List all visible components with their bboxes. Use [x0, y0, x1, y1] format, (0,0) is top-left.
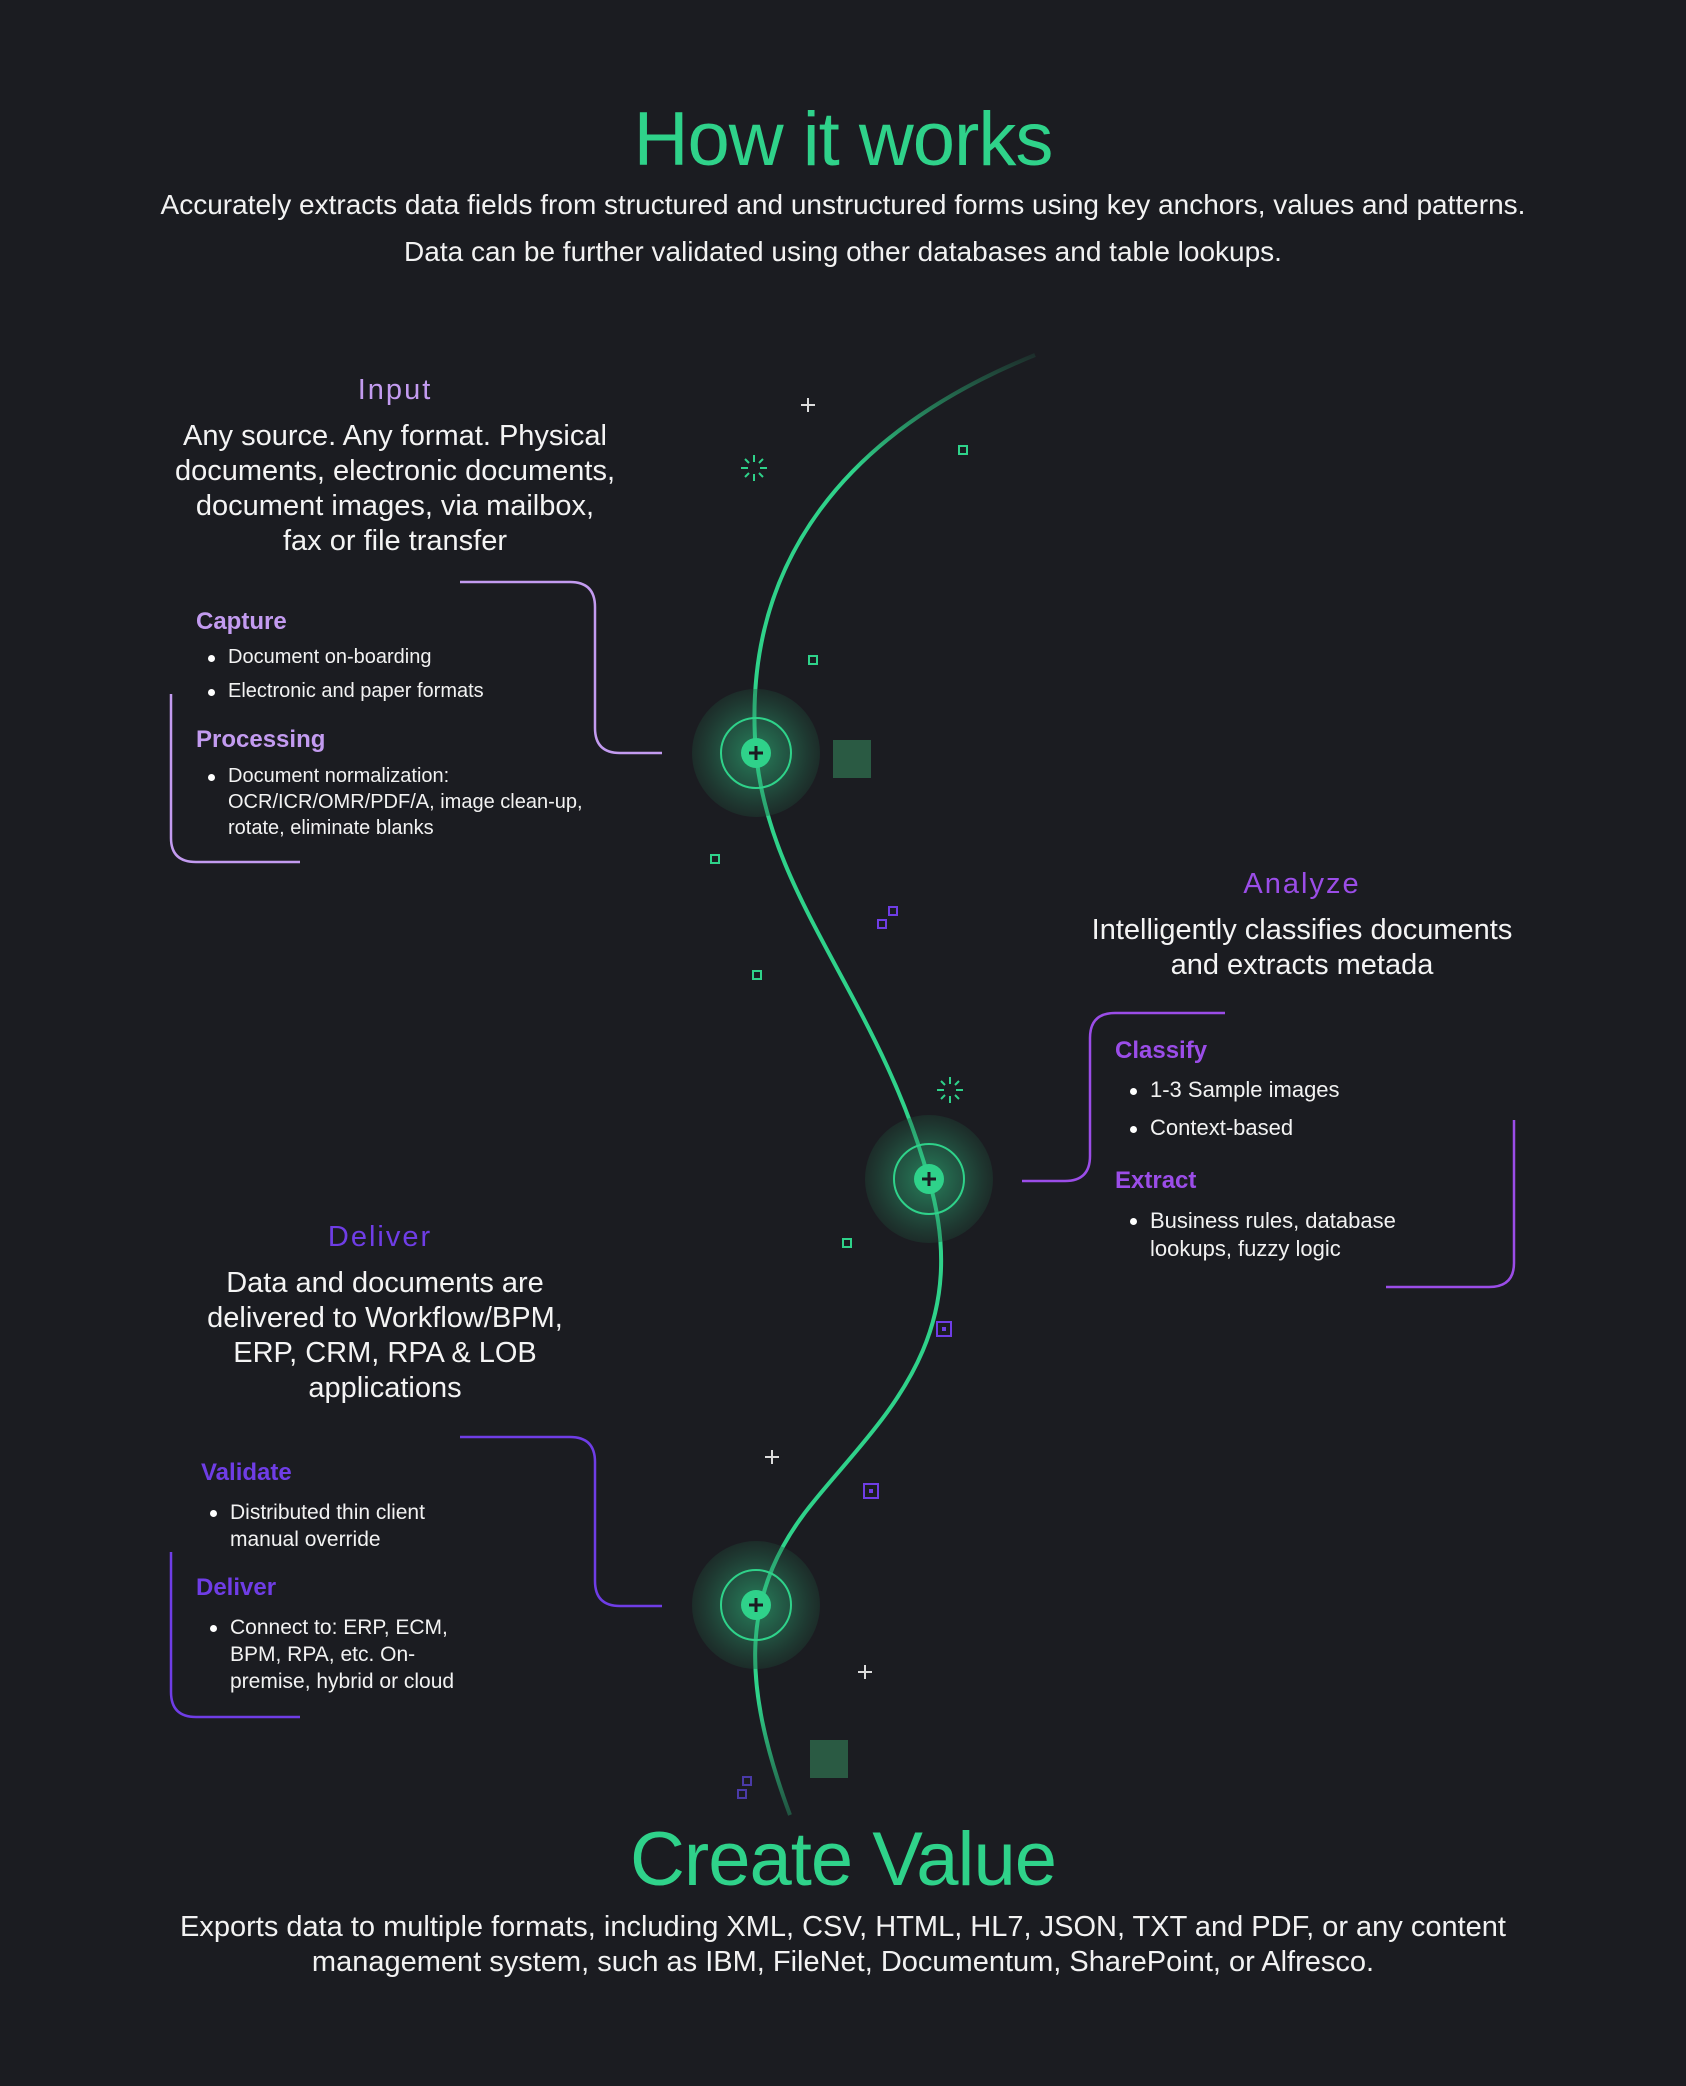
list-item: Document normalization: OCR/ICR/OMR/PDF/…: [208, 763, 613, 841]
input-description-line: fax or file transfer: [282, 525, 508, 557]
filled-square-decoration: [833, 740, 871, 778]
list-item: 1-3 Sample images: [1130, 1077, 1530, 1103]
list-item: Electronic and paper formats: [208, 678, 628, 704]
square-outline-icon: [842, 1238, 852, 1248]
input-description-line: document images, via mailbox,: [195, 490, 595, 522]
deliver-connector-bottom: [169, 1552, 300, 1719]
square-outline-icon: [737, 1789, 747, 1799]
sparkle-icon: [937, 1077, 963, 1103]
capture-list: Document on-boarding Electronic and pape…: [196, 644, 628, 704]
dotted-square-icon: [936, 1321, 952, 1337]
input-connector-bottom: [169, 694, 300, 864]
deliver-connector-top: [460, 1435, 662, 1608]
analyze-stage-title: Analyze: [1243, 868, 1361, 900]
square-outline-icon: [808, 655, 818, 665]
input-stage-title: Input: [357, 374, 433, 406]
square-outline-icon: [958, 445, 968, 455]
deliver-description-line: applications: [308, 1372, 462, 1404]
deliver-stage-title: Deliver: [327, 1221, 433, 1253]
list-item: Connect to: ERP, ECM, BPM, RPA, etc. On-…: [210, 1614, 490, 1695]
plus-icon: [765, 1450, 779, 1464]
filled-square-decoration: [810, 1740, 848, 1778]
analyze-node-plus-circle-icon: [865, 1115, 993, 1243]
list-item: Distributed thin client manual override: [210, 1499, 480, 1553]
plus-icon: [858, 1665, 872, 1679]
input-node-plus-circle-icon: [692, 689, 820, 817]
square-outline-icon: [877, 919, 887, 929]
processing-list: Document normalization: OCR/ICR/OMR/PDF/…: [196, 763, 613, 841]
input-description-line: documents, electronic documents,: [174, 455, 616, 487]
analyze-connector-bottom: [1386, 1120, 1516, 1289]
page-title: How it works: [633, 97, 1054, 182]
analyze-stage-description: Intelligently classifies documents and e…: [1052, 913, 1552, 983]
intro-line-2: Data can be further validated using othe…: [404, 236, 1282, 267]
extract-title: Extract: [1115, 1167, 1197, 1194]
list-item: Context-based: [1130, 1115, 1530, 1141]
input-description-line: Any source. Any format. Physical: [183, 420, 607, 452]
processing-title: Processing: [196, 726, 326, 753]
classify-list: 1-3 Sample images Context-based: [1118, 1077, 1530, 1141]
classify-title: Classify: [1115, 1037, 1208, 1064]
input-connector-top: [460, 580, 662, 755]
input-stage-description: Any source. Any format. Physical documen…: [145, 419, 645, 559]
extract-list: Business rules, database lookups, fuzzy …: [1118, 1207, 1450, 1263]
analyze-connector-top: [1022, 1011, 1225, 1183]
closing-line-1: Exports data to multiple formats, includ…: [180, 1911, 1506, 1943]
deliver-description-line: Data and documents are: [226, 1267, 544, 1299]
deliver-list: Connect to: ERP, ECM, BPM, RPA, etc. On-…: [198, 1614, 490, 1695]
intro-line-1: Accurately extracts data fields from str…: [160, 189, 1526, 220]
deliver-description-line: delivered to Workflow/BPM,: [207, 1302, 563, 1334]
square-outline-icon: [710, 854, 720, 864]
list-item: Document on-boarding: [208, 644, 628, 670]
validate-title: Validate: [201, 1459, 292, 1486]
plus-icon: [801, 398, 815, 412]
analyze-description-line: and extracts metada: [1170, 949, 1434, 981]
square-outline-icon: [752, 970, 762, 980]
dotted-square-icon: [863, 1483, 879, 1499]
square-outline-icon: [888, 906, 898, 916]
deliver-stage-description: Data and documents are delivered to Work…: [135, 1266, 635, 1406]
closing-title: Create Value: [630, 1817, 1057, 1902]
square-outline-icon: [742, 1776, 752, 1786]
list-item: Business rules, database lookups, fuzzy …: [1130, 1207, 1450, 1263]
analyze-description-line: Intelligently classifies documents: [1091, 914, 1513, 946]
deliver-description-line: ERP, CRM, RPA & LOB: [233, 1337, 537, 1369]
capture-title: Capture: [196, 608, 287, 635]
validate-list: Distributed thin client manual override: [198, 1499, 480, 1553]
deliver-sub-title: Deliver: [196, 1574, 277, 1601]
deliver-node-plus-circle-icon: [692, 1541, 820, 1669]
closing-line-2: management system, such as IBM, FileNet,…: [311, 1946, 1375, 1978]
sparkle-icon: [741, 455, 767, 481]
